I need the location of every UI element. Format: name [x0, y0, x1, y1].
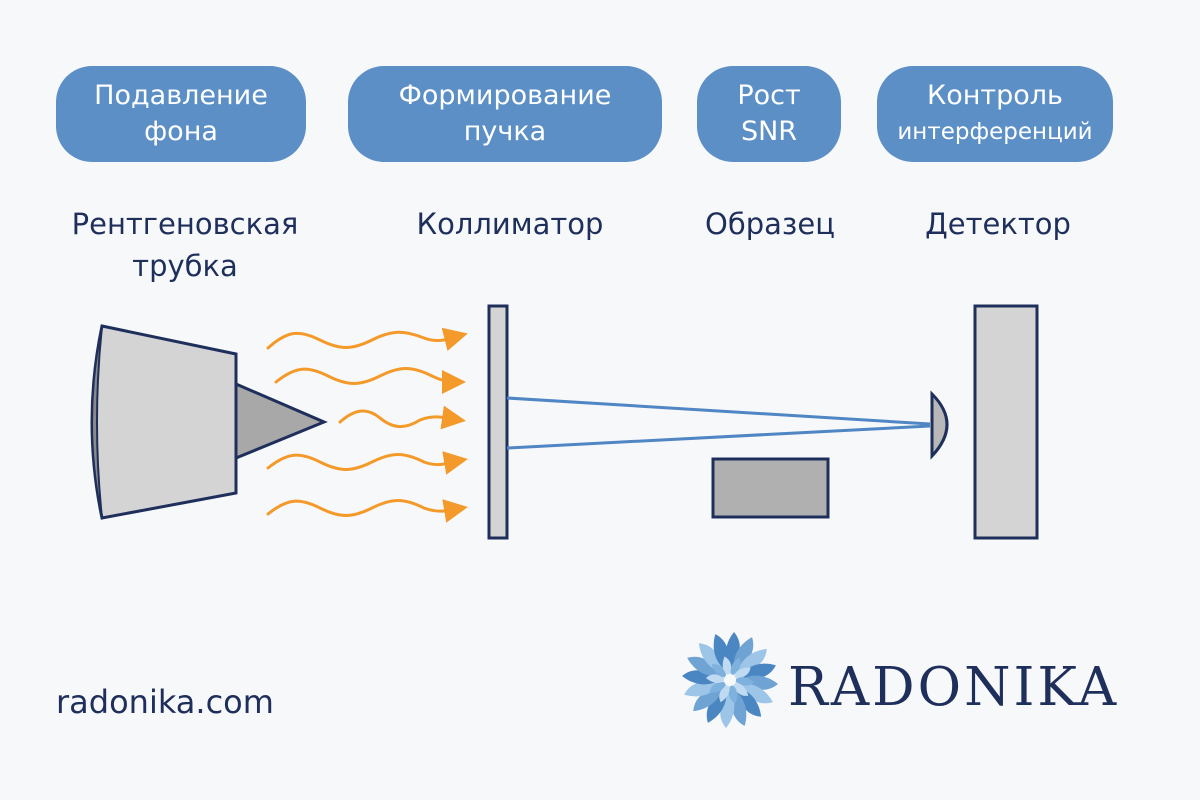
pill-background-suppression: Подавление фона: [56, 66, 306, 162]
label-xray-tube: Рентгеновская трубка: [40, 203, 330, 287]
detector-lens: [930, 390, 949, 460]
wave-arrow: [266, 451, 468, 475]
wave-arrow: [266, 499, 468, 523]
logo-petal: [693, 687, 723, 712]
label-detector: Детектор: [925, 207, 1071, 241]
logo-petal: [737, 648, 767, 673]
logo-inner-petal: [709, 682, 727, 693]
label-line: Рентгеновская: [71, 207, 299, 241]
logo-inner-petal: [730, 657, 741, 677]
wave-arrow: [266, 327, 468, 352]
pill-line: Рост: [737, 80, 801, 111]
pill-line: фона: [144, 116, 218, 147]
logo-petal: [739, 683, 773, 704]
beam-lines: [506, 396, 931, 450]
brand-name: RADONIKA: [788, 657, 1120, 718]
pill-line: Контроль: [927, 80, 1063, 111]
pill-beam-forming: Формирование пучка: [348, 66, 662, 162]
pill-line: интерференций: [897, 119, 1093, 145]
logo-inner-petal: [711, 664, 727, 678]
collimator: [487, 304, 509, 540]
pill-line: Формирование: [398, 80, 612, 111]
detector: [973, 304, 1039, 540]
logo-petal: [684, 681, 721, 697]
beam-line-upper: [506, 396, 931, 426]
pill-interference-control: Контроль интерференций: [877, 66, 1113, 162]
logo-center: [724, 674, 736, 686]
pill-line: пучка: [463, 116, 547, 147]
website-link[interactable]: radonika.com: [56, 683, 274, 721]
tube-anode: [234, 381, 328, 461]
label-line: трубка: [132, 249, 238, 283]
logo-petal: [687, 656, 721, 677]
pill-line: Подавление: [94, 80, 268, 111]
logo-inner-petal: [722, 656, 732, 677]
tube-cap: [91, 325, 103, 519]
radiation-waves: [266, 327, 468, 523]
beam-line-lower: [506, 424, 931, 450]
logo-inner-petal: [733, 682, 749, 696]
wave-arrow: [338, 405, 466, 430]
wave-arrow: [274, 367, 466, 394]
logo-inner-petal: [733, 667, 751, 678]
tube-body: [90, 324, 238, 520]
logo-inner-petal: [719, 683, 730, 703]
sample: [711, 457, 830, 519]
label-collimator: Коллиматор: [416, 207, 604, 241]
label-sample: Образец: [705, 207, 835, 241]
radonika-logo-icon: [682, 632, 778, 728]
xray-tube: [90, 324, 328, 520]
logo-inner-petal: [728, 683, 738, 704]
pill-line: SNR: [740, 116, 798, 147]
logo-petal: [739, 663, 776, 679]
pill-snr-growth: Рост SNR: [697, 66, 841, 162]
